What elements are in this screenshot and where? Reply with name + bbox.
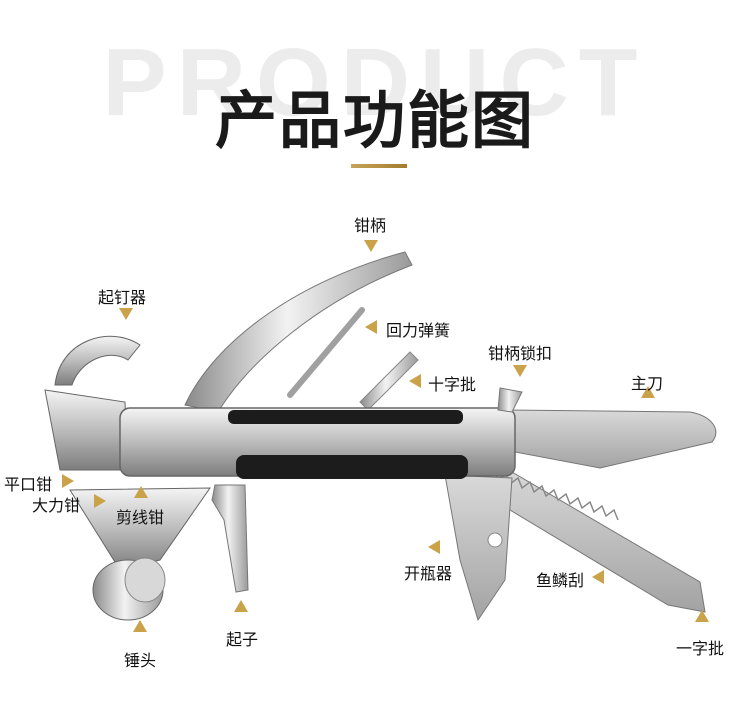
hammer-head xyxy=(92,557,166,621)
label-handle: 钳柄 xyxy=(354,216,387,235)
label-scaler: 鱼鳞刮 xyxy=(536,571,585,590)
label-blade: 主刀 xyxy=(631,374,664,393)
marker-screwdriver xyxy=(234,600,248,612)
label-force-pliers: 大力钳 xyxy=(32,496,81,515)
lock-tab xyxy=(497,387,523,413)
marker-claw xyxy=(119,308,133,320)
rubber-grip-bottom xyxy=(236,455,468,479)
return-spring xyxy=(287,307,365,398)
plier-handle xyxy=(184,251,413,413)
page-title: 产品功能图 xyxy=(214,84,535,157)
rubber-grip-top xyxy=(228,410,463,424)
marker-flat-head xyxy=(695,610,709,622)
screwdriver-blade xyxy=(211,484,249,593)
marker-hammer xyxy=(133,620,147,632)
label-lock: 钳柄锁扣 xyxy=(488,344,553,363)
label-bottle-opener: 开瓶器 xyxy=(404,564,453,583)
label-screwdriver: 起子 xyxy=(226,630,259,649)
title-underline xyxy=(351,164,407,168)
marker-opener xyxy=(428,540,440,554)
label-flat-head: 一字批 xyxy=(676,639,725,658)
claw-jaw xyxy=(44,389,129,471)
marker-force-pliers xyxy=(94,494,106,508)
marker-lock xyxy=(513,365,527,377)
marker-blade xyxy=(641,386,655,398)
claw-head xyxy=(54,335,141,386)
marker-cutter xyxy=(134,486,148,498)
saw-teeth xyxy=(497,472,619,521)
label-hammer: 锤头 xyxy=(124,651,157,670)
label-phillips: 十字批 xyxy=(428,375,477,394)
marker-scaler xyxy=(592,570,604,584)
label-flat-pliers: 平口钳 xyxy=(4,475,53,494)
marker-handle xyxy=(364,240,378,252)
marker-spring xyxy=(365,320,377,334)
hammer-arm xyxy=(69,487,211,571)
label-spring: 回力弹簧 xyxy=(386,321,451,340)
marker-phillips xyxy=(409,374,421,388)
main-blade xyxy=(504,409,717,469)
pointer-markers xyxy=(62,240,709,632)
marker-flat-pliers xyxy=(62,474,74,488)
label-cutter: 剪线钳 xyxy=(116,508,165,527)
label-claw: 起钉器 xyxy=(98,288,147,307)
background-word: PRODUCT xyxy=(102,29,648,136)
opener-blade xyxy=(444,474,513,622)
